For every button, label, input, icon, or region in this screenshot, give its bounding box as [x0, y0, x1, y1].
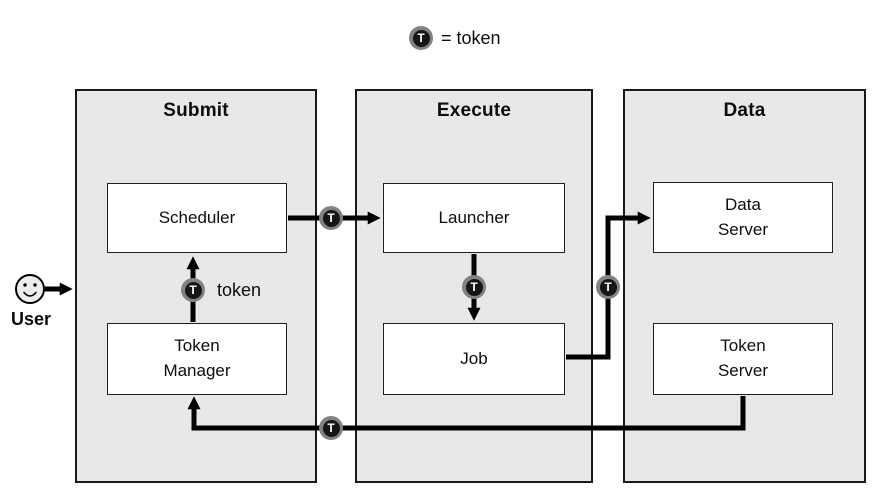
token-letter: T — [189, 283, 197, 297]
panel-submit-title: Submit — [163, 100, 229, 121]
token-letter: T — [327, 421, 335, 435]
panel-execute-title: Execute — [436, 100, 512, 121]
token-badge-inner: T — [184, 281, 202, 299]
legend-label: = token — [441, 28, 501, 48]
node-token-manager-label: Token Manager — [163, 336, 231, 380]
token-badge-job-data-server: T — [596, 275, 620, 299]
panel-data: Data — [623, 89, 866, 483]
node-launcher: Launcher — [383, 183, 565, 253]
token-badge-inner: T — [465, 278, 483, 296]
token-letter: T — [327, 211, 335, 225]
node-job-label: Job — [460, 348, 488, 368]
node-scheduler-label: Scheduler — [158, 207, 236, 227]
token-badge-legend: T — [409, 26, 433, 50]
user-smiley-icon — [15, 274, 45, 304]
node-launcher-label: Launcher — [438, 207, 510, 227]
node-data-server-label: Data Server — [717, 194, 769, 239]
token-badge-inner: T — [599, 278, 617, 296]
token-badge-token-manager-scheduler: T — [181, 278, 205, 302]
token-badge-inner: T — [322, 419, 340, 437]
token-badge-inner: T — [322, 209, 340, 227]
token-letter: T — [417, 31, 425, 45]
token-badge-launcher-job: T — [462, 275, 486, 299]
token-flow-label: token — [217, 280, 262, 300]
token-badge-token-server-token-manager: T — [319, 416, 343, 440]
node-scheduler: Scheduler — [107, 183, 287, 253]
token-letter: T — [470, 280, 478, 294]
node-token-manager: Token Manager — [107, 323, 287, 395]
node-data-server: Data Server — [653, 182, 833, 253]
node-token-server-label: Token Server — [717, 336, 769, 380]
token-badge-legend-inner: T — [412, 29, 430, 47]
token-letter: T — [604, 280, 612, 294]
token-badge-scheduler-launcher: T — [319, 206, 343, 230]
user-label: User — [10, 309, 52, 329]
node-token-server: Token Server — [653, 323, 833, 395]
panel-data-title: Data — [723, 100, 766, 121]
node-job: Job — [383, 323, 565, 395]
